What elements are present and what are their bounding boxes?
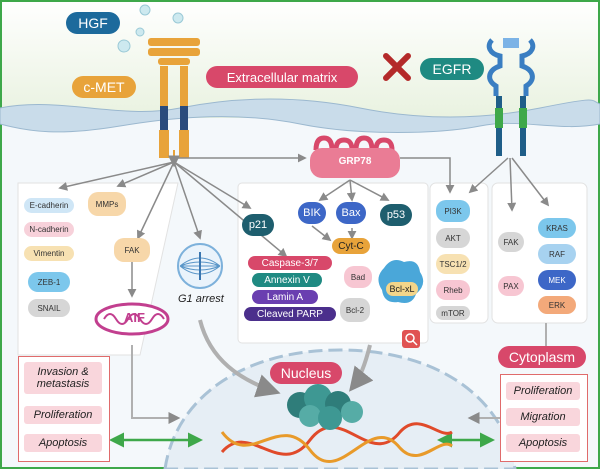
kras-blob: KRAS [538, 218, 576, 238]
outcome-proliferation-left: Proliferation [24, 406, 102, 424]
egfr-receptor [486, 38, 536, 156]
mitochondria-icon [94, 302, 170, 336]
ecm-label: Extracellular matrix [206, 66, 358, 88]
akt-blob: AKT [436, 228, 470, 248]
fak-right-blob: FAK [498, 232, 524, 252]
rheb-blob: Rheb [436, 280, 470, 300]
hgf-dot [172, 12, 184, 24]
emt-marker-ncadherin: N-cadherin [24, 222, 74, 237]
hgf-dot [135, 27, 145, 37]
hgf-dot [117, 39, 131, 53]
cell-division-icon [177, 243, 223, 289]
bax-label: Bax [336, 202, 366, 224]
grp78-molecule [310, 135, 400, 178]
cytoplasm-label: Cytoplasm [498, 346, 586, 368]
emt-marker-zeb1: ZEB-1 [28, 272, 70, 292]
hgf-dot [139, 4, 151, 16]
nucleus-label: Nucleus [270, 362, 342, 384]
bad-blob: Bad [344, 266, 372, 288]
lamin-label: Lamin A [252, 290, 318, 304]
emt-marker-ecadherin: E-cadherin [24, 198, 74, 213]
g1-arrest-label: G1 arrest [178, 293, 224, 305]
mtor-blob: mTOR [436, 306, 470, 320]
mek-blob: MEK [538, 270, 576, 290]
bik-label: BIK [298, 202, 326, 224]
outcome-proliferation-right: Proliferation [506, 382, 580, 400]
annexin-label: Annexin V [252, 273, 322, 287]
tsc-blob: TSC1/2 [436, 254, 470, 274]
cmet-receptor [148, 38, 200, 168]
erk-blob: ERK [538, 296, 576, 314]
outcome-apoptosis-left: Apoptosis [24, 434, 102, 452]
cmet-arrows [58, 153, 552, 424]
caspase-label: Caspase-3/7 [248, 256, 332, 270]
raf-blob: RAF [538, 244, 576, 264]
magnifier-icon [402, 330, 420, 348]
hgf-label: HGF [66, 12, 120, 34]
outcome-migration: Migration [506, 408, 580, 426]
emt-marker-vimentin: Vimentin [24, 246, 74, 261]
emt-marker-snail: SNAIL [28, 299, 70, 317]
grp78-label: GRP78 [338, 156, 372, 167]
chromatin-icon [287, 384, 363, 430]
outcome-invasion: Invasion & metastasis [24, 362, 102, 394]
cleaved-parp-label: Cleaved PARP [244, 307, 336, 321]
bclxl-label: Bcl-xL [386, 282, 418, 296]
outcome-apoptosis-right: Apoptosis [506, 434, 580, 452]
inhibition-x-icon [383, 53, 411, 81]
pax-blob: PAX [498, 276, 524, 296]
pi3k-blob: PI3K [436, 200, 470, 222]
aif-label: AIF [124, 310, 145, 325]
cmet-label: c-MET [72, 76, 136, 98]
cell-membrane [0, 98, 600, 133]
dna-helix [220, 422, 453, 464]
p21-label: p21 [242, 214, 274, 236]
bcl2-blob: Bcl-2 [340, 298, 370, 322]
egfr-label: EGFR [420, 58, 484, 80]
mmps-blob: MMPs [88, 192, 126, 216]
fak-left-blob: FAK [114, 238, 150, 262]
p53-label: p53 [380, 204, 412, 226]
cytc-label: Cyt-C [332, 238, 370, 254]
